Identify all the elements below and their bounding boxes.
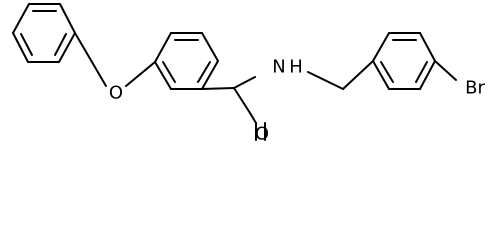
bond <box>154 32 172 63</box>
bond <box>74 32 107 87</box>
bond <box>419 32 436 62</box>
bond <box>342 60 374 90</box>
bond <box>154 61 172 90</box>
phenylene-ring-middle <box>154 32 219 90</box>
bromine-label: Br <box>465 78 485 99</box>
bond <box>59 3 76 34</box>
bond <box>12 3 30 34</box>
amide-nitrogen-label: N <box>272 57 285 78</box>
bond <box>249 112 257 124</box>
amide-hydrogen-label: H <box>289 57 303 78</box>
ether-linkage <box>74 32 156 87</box>
bond-inner-double <box>197 61 211 83</box>
bond-inner-double <box>162 61 176 83</box>
ether-oxygen-label: O <box>109 83 123 104</box>
bond <box>12 32 29 63</box>
bond <box>307 71 344 90</box>
bond <box>372 32 390 62</box>
bond <box>201 87 235 90</box>
bond <box>201 60 219 90</box>
bond-inner-double <box>415 61 428 83</box>
bond <box>233 87 251 114</box>
benzyl-linker <box>307 60 374 90</box>
bond <box>201 32 219 62</box>
chemical-structure-diagram: O O N H Br <box>12 3 485 145</box>
bond <box>434 60 457 81</box>
bond <box>419 60 436 90</box>
bond <box>233 76 256 89</box>
bond <box>372 60 390 90</box>
phenyl-ring-left <box>12 3 76 63</box>
carbonyl-oxygen-label: O <box>255 124 269 145</box>
amide-group <box>201 76 266 141</box>
bond-inner-double <box>54 33 67 56</box>
bond-inner-double <box>380 61 394 83</box>
bond <box>125 61 156 87</box>
bromophenyl-ring-right <box>372 32 457 90</box>
bond <box>58 32 76 63</box>
bond-inner-double <box>20 33 33 56</box>
